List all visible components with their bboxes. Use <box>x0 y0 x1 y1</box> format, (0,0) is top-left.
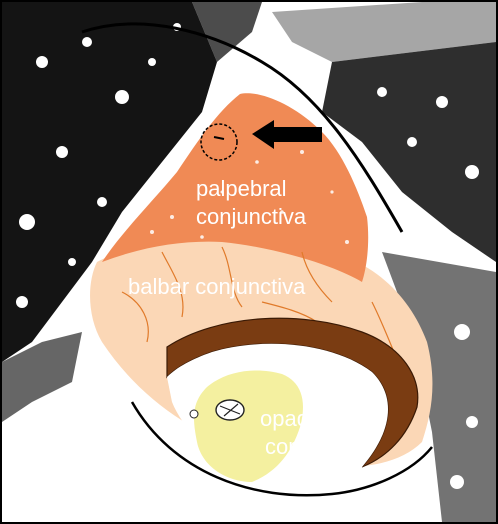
bulbar-conjunctiva-label: balbar conjunctiva <box>128 274 306 299</box>
palpebral-conjunctiva-label-line1: palpebral <box>196 176 287 201</box>
opaque-cornea-label-line2: cornea <box>265 434 333 459</box>
opaque-cornea-label-line1: opaque <box>260 406 333 431</box>
palpebral-conjunctiva-label-line2: conjunctiva <box>196 204 307 229</box>
